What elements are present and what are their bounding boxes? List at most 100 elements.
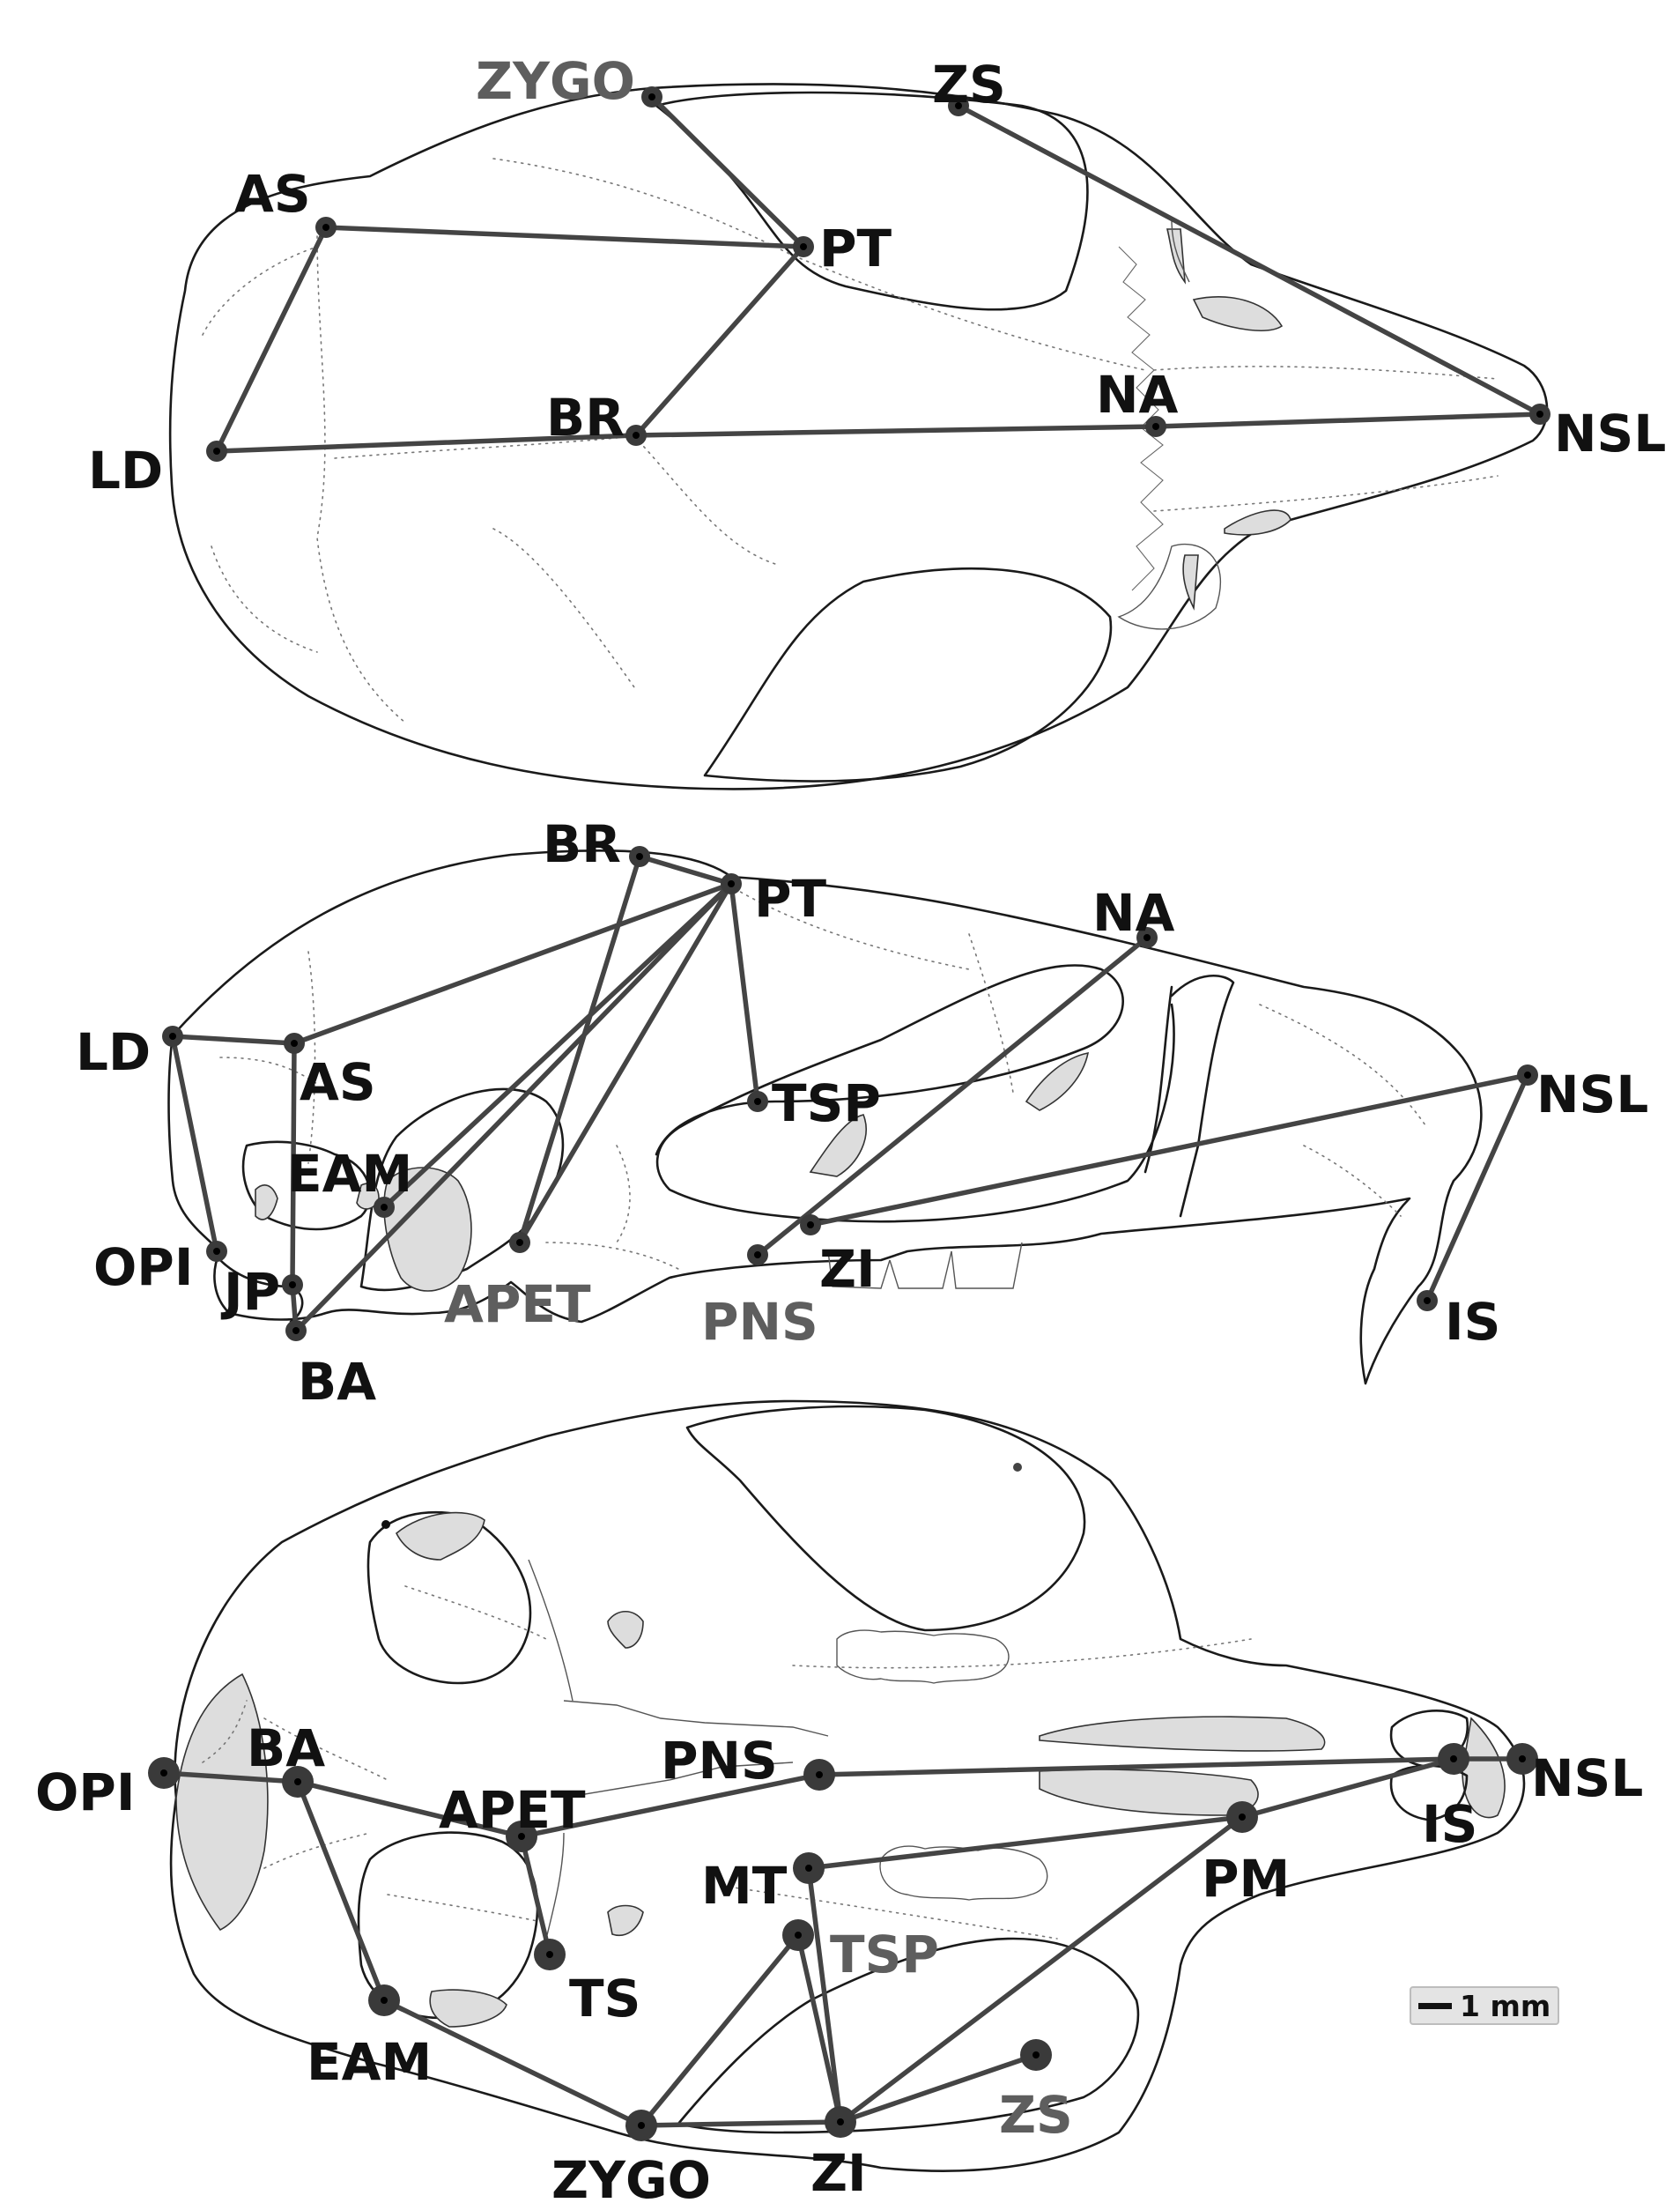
scale-bar-box: [1410, 1986, 1559, 2025]
ventral-link-tsp-zi: [796, 1932, 843, 2125]
dorsal-label-br: BR: [546, 388, 625, 448]
ventral-link-pm-zi: [838, 1814, 1245, 2125]
ventral-landmark-center-is: [1450, 1755, 1457, 1762]
scale-bar-line: [1418, 2003, 1452, 2009]
scale-bar: 1 mm: [1410, 1986, 1559, 2025]
ventral-landmark-center-zi: [837, 2118, 844, 2125]
ventral-label-pns: PNS: [661, 1731, 778, 1791]
ventral-link-pm-mt: [806, 1814, 1245, 1871]
lateral-link-ld-as: [170, 1034, 297, 1046]
lateral-label-nsl: NSL: [1536, 1064, 1648, 1124]
lateral-landmark-center-pt: [728, 880, 735, 887]
lateral-label-ba: BA: [298, 1352, 376, 1412]
lateral-link-br-apet: [517, 854, 642, 1245]
landmark-links: [161, 94, 1543, 2128]
dorsal-link-ld-br: [214, 433, 639, 454]
ventral-landmark-center-tsp: [795, 1932, 802, 1939]
ventral-landmark-center-zs: [1032, 2051, 1040, 2058]
skull-ventral-view: [169, 1399, 1526, 2172]
lateral-landmark-center-nsl: [1524, 1072, 1531, 1079]
lateral-landmark-center-as: [291, 1040, 298, 1047]
ventral-landmark-center-eam: [381, 1997, 388, 2004]
ventral-label-zygo: ZYGO: [551, 2150, 711, 2203]
lateral-link-na-pns: [755, 935, 1150, 1257]
dorsal-link-zygo-pt: [649, 94, 806, 249]
ventral-landmark-center-nsl: [1519, 1755, 1526, 1762]
dorsal-link-zs-nsl: [956, 103, 1543, 417]
landmark-points: [148, 86, 1550, 2141]
ventral-link-pns-is: [817, 1756, 1456, 1777]
ventral-label-is: IS: [1422, 1794, 1477, 1854]
dorsal-landmark-center-zs: [955, 102, 962, 109]
ventral-link-zygo-zi: [639, 2119, 843, 2128]
lateral-landmark-center-is: [1424, 1297, 1431, 1304]
ventral-link-eam-zygo: [381, 1998, 644, 2128]
ventral-landmark-center-pm: [1239, 1814, 1246, 1821]
lateral-landmark-center-eam: [381, 1204, 388, 1211]
lateral-link-br-pt: [637, 854, 734, 886]
lateral-label-as: AS: [300, 1052, 376, 1112]
ventral-label-ba: BA: [247, 1718, 325, 1778]
ventral-link-is-pm: [1240, 1756, 1456, 1820]
lateral-link-pt-eam: [381, 881, 734, 1210]
ventral-landmark-center-ba: [294, 1778, 301, 1785]
ventral-landmark-center-mt: [805, 1865, 812, 1872]
skull-dorsal-view: [168, 83, 1549, 790]
skull-lateral-view: [167, 849, 1483, 1385]
ventral-landmark-center-ts: [546, 1951, 553, 1958]
lateral-link-nsl-zi: [808, 1072, 1530, 1228]
lateral-label-zi: ZI: [819, 1239, 876, 1299]
ventral-label-zs: ZS: [999, 2085, 1073, 2145]
dorsal-link-na-nsl: [1153, 412, 1543, 429]
dorsal-label-zygo: ZYGO: [476, 51, 635, 111]
dorsal-label-ld: LD: [88, 441, 163, 501]
dorsal-link-pt-br: [633, 244, 806, 438]
lateral-landmark-center-ba: [292, 1327, 300, 1334]
ventral-label-apet: APET: [439, 1780, 586, 1840]
lateral-landmark-center-pns: [754, 1251, 761, 1258]
lateral-label-pns: PNS: [701, 1292, 818, 1352]
lateral-link-as-jp: [290, 1041, 297, 1287]
ventral-link-ba-eam: [295, 1779, 387, 2003]
dorsal-landmark-center-nsl: [1536, 411, 1543, 418]
dorsal-landmark-center-zygo: [648, 93, 655, 100]
lateral-label-jp: JP: [220, 1262, 280, 1322]
ventral-label-opi: OPI: [35, 1762, 135, 1822]
ventral-link-opi-ba: [161, 1770, 300, 1784]
ventral-landmark-center-apet: [518, 1833, 525, 1840]
dorsal-landmark-center-na: [1152, 423, 1159, 430]
ventral-label-tsp: TSP: [830, 1925, 939, 1984]
lateral-landmark-center-opi: [213, 1248, 220, 1255]
dorsal-landmark-center-ld: [213, 448, 220, 455]
dorsal-link-as-ld: [214, 225, 329, 454]
ventral-label-nsl: NSL: [1531, 1748, 1643, 1808]
ventral-label-eam: EAM: [307, 2032, 432, 2092]
lateral-label-eam: EAM: [287, 1144, 412, 1204]
ventral-link-tsp-zygo: [639, 1932, 801, 2128]
lateral-link-nsl-is: [1425, 1072, 1530, 1303]
lateral-landmark-center-jp: [289, 1281, 296, 1288]
lateral-label-opi: OPI: [93, 1237, 193, 1297]
lateral-landmark-center-na: [1143, 934, 1151, 941]
dorsal-link-as-pt: [323, 225, 806, 249]
dorsal-link-br-na: [633, 424, 1158, 438]
lateral-landmark-center-zi: [807, 1221, 814, 1228]
lateral-landmark-center-tsp: [754, 1098, 761, 1105]
dorsal-label-as: AS: [234, 164, 311, 224]
dorsal-landmark-center-pt: [800, 243, 807, 250]
lateral-landmark-center-ld: [169, 1033, 176, 1040]
ventral-label-zi: ZI: [810, 2143, 867, 2203]
ventral-link-ba-apet: [295, 1779, 524, 1839]
lateral-landmark-center-br: [636, 853, 643, 860]
ventral-label-mt: MT: [701, 1856, 788, 1916]
lateral-link-ld-opi: [170, 1034, 219, 1254]
ventral-link-apet-ts: [519, 1834, 552, 1957]
lateral-link-pt-ba: [293, 881, 734, 1333]
lateral-label-pt: PT: [754, 869, 827, 929]
lateral-link-pt-apet: [517, 881, 734, 1245]
ventral-landmark-center-pns: [816, 1771, 823, 1778]
lateral-link-pt-as: [292, 881, 734, 1046]
dorsal-label-zs: ZS: [932, 55, 1006, 115]
